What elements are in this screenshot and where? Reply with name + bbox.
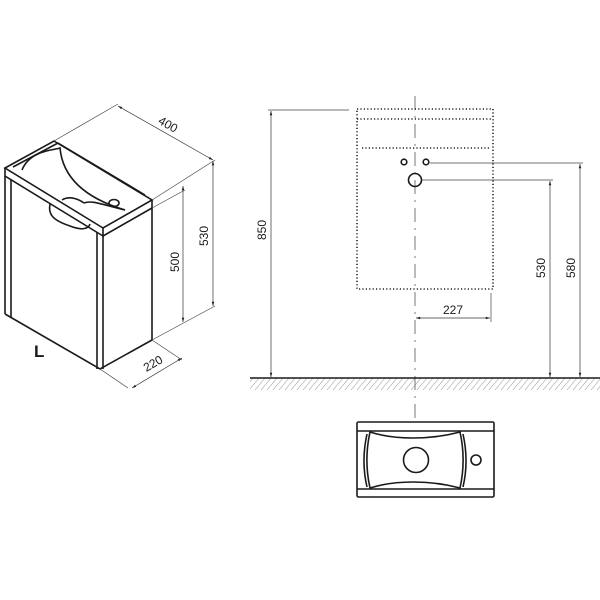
dim-total-height-label: 530 [197,226,211,246]
dim-width-label: 400 [156,113,181,135]
variant-label: L [34,342,44,361]
supply-hole-right [422,158,430,166]
basin-bowl [21,146,126,211]
dim-mounting-height-label: 850 [255,220,269,240]
dim-cabinet-height-label: 500 [168,252,182,272]
dim-line-depth [131,357,183,389]
handle-recess [48,203,91,230]
floor-hatch [250,378,600,390]
basin-top-outline [356,421,495,498]
waste-outlet [407,172,423,188]
dim-waste-height-label: 530 [534,258,548,278]
front-view: 850 580 530 227 [250,96,600,420]
dim-supply-height-label: 580 [564,258,578,278]
dim-outlet-offset-label: 227 [443,303,463,317]
isometric-view: 400 530 500 220 L [3,103,216,389]
cabinet-bottom [4,313,153,370]
dim-depth-label: 220 [141,352,166,374]
top-view [356,421,495,498]
countertop-front-edge [4,168,104,238]
dim-line-width [117,105,214,161]
tap-hole-top [470,454,482,466]
tap-hole [108,198,120,208]
cabinet-outline-dotted [356,108,494,290]
basin-bowl-outline [366,430,464,490]
supply-hole-left [400,158,408,166]
drain-hole [402,446,430,474]
